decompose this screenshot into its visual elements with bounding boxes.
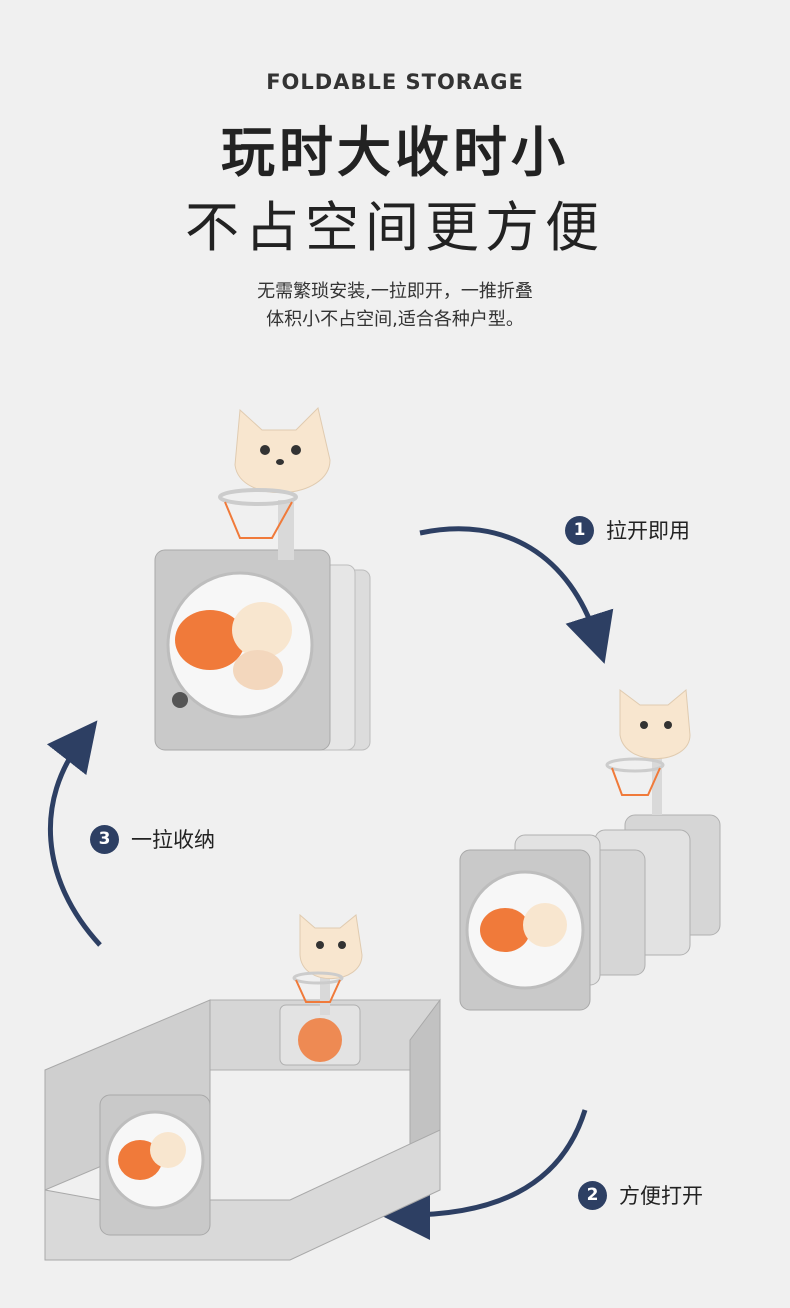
step-1-label: 拉开即用 xyxy=(606,519,690,543)
step-1-badge: 1 xyxy=(565,515,594,545)
arrow-step-3 xyxy=(46,720,102,947)
eyebrow-text: FOLDABLE STORAGE xyxy=(266,70,524,94)
description-line-1: 无需繁琐安装,一拉即开，一推折叠 xyxy=(257,281,533,302)
arrow-step-2 xyxy=(380,1109,588,1240)
opening-playard-image xyxy=(459,689,721,1011)
step-2: 2 方便打开 xyxy=(578,1180,703,1210)
opened-playard-image xyxy=(44,913,441,1261)
step-3-badge: 3 xyxy=(90,824,119,854)
step-2-label: 方便打开 xyxy=(619,1184,703,1208)
arrow-step-1 xyxy=(419,526,614,664)
description-line-2: 体积小不占空间,适合各种户型。 xyxy=(266,309,524,330)
page-subtitle: 不占空间更方便 xyxy=(185,196,605,259)
step-3-label: 一拉收纳 xyxy=(131,828,215,852)
folded-playard-image xyxy=(154,407,371,751)
page-title: 玩时大收时小 xyxy=(221,121,569,184)
step-1: 1 拉开即用 xyxy=(565,515,690,545)
step-3: 3 一拉收纳 xyxy=(90,824,215,854)
step-2-badge: 2 xyxy=(578,1180,607,1210)
description: 无需繁琐安装,一拉即开，一推折叠 体积小不占空间,适合各种户型。 xyxy=(0,278,790,334)
